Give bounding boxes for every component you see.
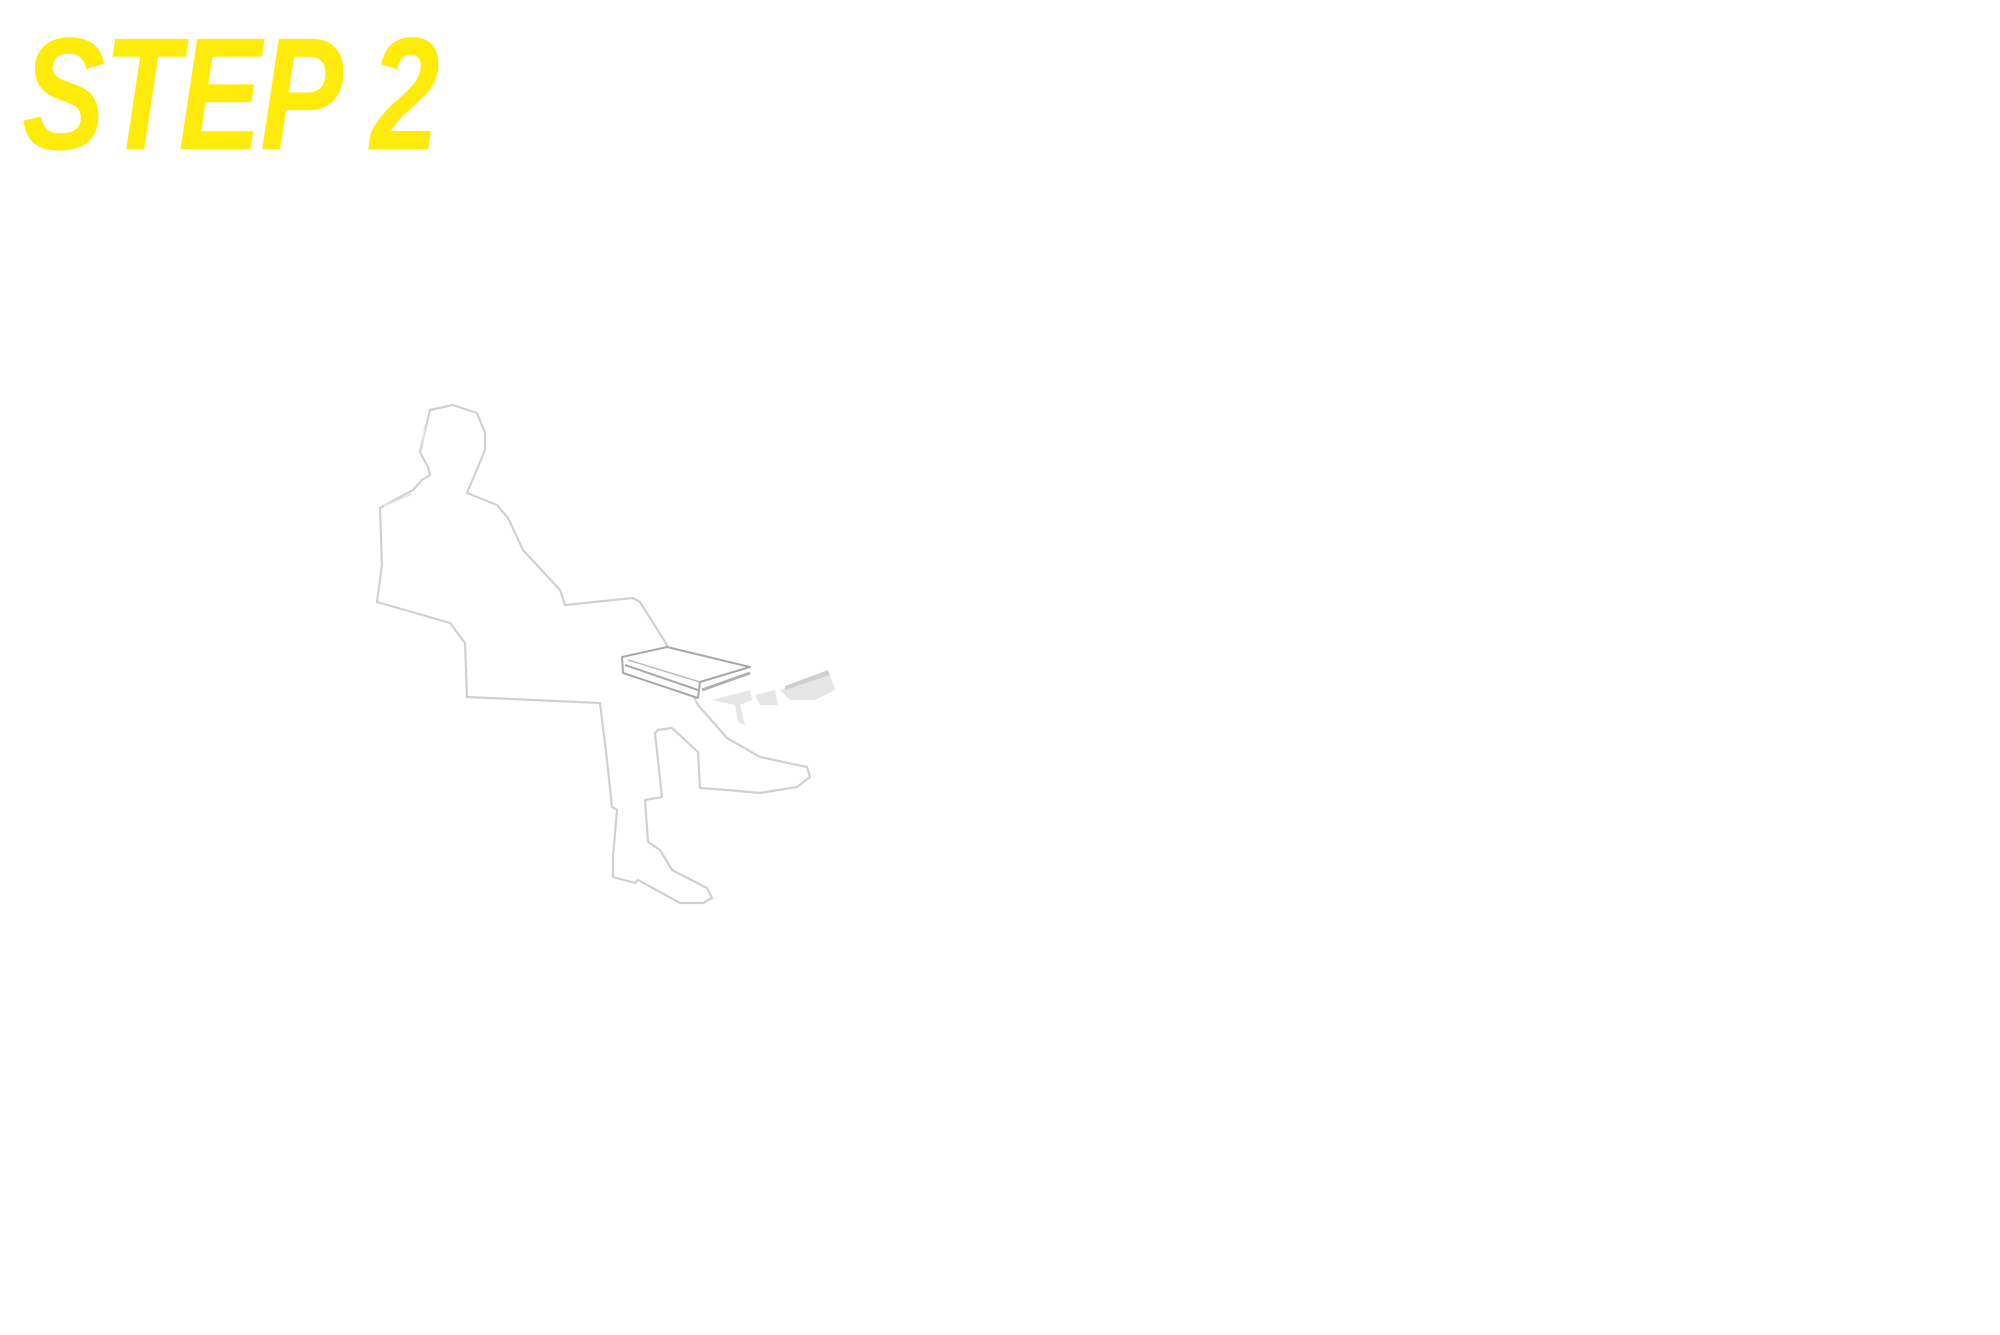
person-outline <box>375 403 812 905</box>
book-icon <box>621 646 751 699</box>
lap-shadow <box>712 670 835 725</box>
person-outline-shadow <box>383 424 426 507</box>
step-heading: STEP 2 <box>22 4 440 183</box>
